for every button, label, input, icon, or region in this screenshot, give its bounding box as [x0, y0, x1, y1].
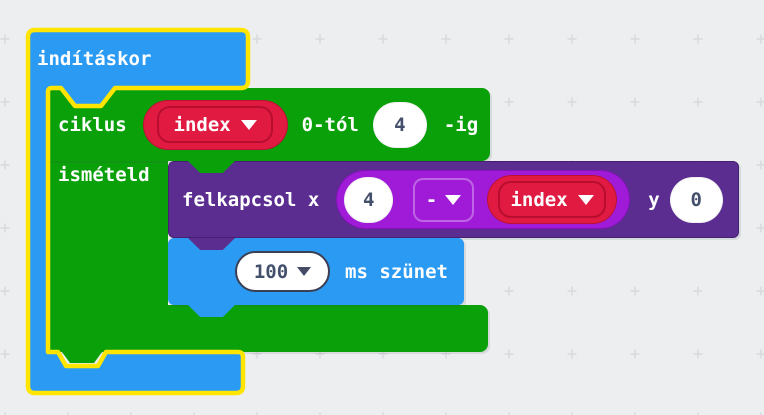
plot-label-y: y — [648, 188, 660, 211]
dropdown-arrow-icon — [240, 119, 257, 130]
on-start-label: indításkor — [37, 48, 152, 70]
loop-to-value: 4 — [394, 113, 406, 136]
pause-duration-value: 100 — [253, 260, 289, 283]
plot-label: felkapcsol x — [182, 188, 320, 211]
math-operator-dropdown[interactable]: - — [413, 177, 474, 222]
dropdown-arrow-icon — [577, 194, 594, 205]
for-loop-block[interactable]: ciklus index 0-tól 4 -ig — [48, 88, 490, 161]
plot-y-value: 0 — [690, 188, 702, 211]
loop-variable-dropdown[interactable]: index — [142, 99, 288, 150]
for-loop-label-start: ciklus — [58, 113, 127, 136]
math-expression-block[interactable]: 4 - index — [336, 170, 631, 229]
on-start-block[interactable]: indításkor — [28, 30, 248, 88]
pause-label: ms szünet — [345, 260, 448, 283]
math-variable-dropdown[interactable]: index — [486, 175, 618, 224]
math-left-operand: 4 — [362, 188, 375, 211]
math-left-operand-field[interactable]: 4 — [344, 176, 394, 223]
loop-to-value-field[interactable]: 4 — [372, 101, 427, 148]
plot-led-block[interactable]: felkapcsol x 4 - index y 0 — [168, 161, 739, 238]
for-loop-label-do: ismételd — [58, 164, 150, 186]
for-loop-label-from: 0-tól — [301, 113, 359, 136]
loop-variable-name: index — [173, 113, 231, 136]
dropdown-arrow-icon — [297, 267, 312, 276]
dropdown-arrow-icon — [445, 194, 462, 205]
math-variable-name: index — [510, 188, 568, 211]
math-operator: - — [425, 188, 438, 211]
pause-duration-dropdown[interactable]: 100 — [235, 251, 330, 292]
plot-y-value-field[interactable]: 0 — [669, 176, 723, 223]
for-loop-label-to: -ig — [443, 113, 479, 136]
for-loop-foot[interactable] — [48, 305, 488, 352]
